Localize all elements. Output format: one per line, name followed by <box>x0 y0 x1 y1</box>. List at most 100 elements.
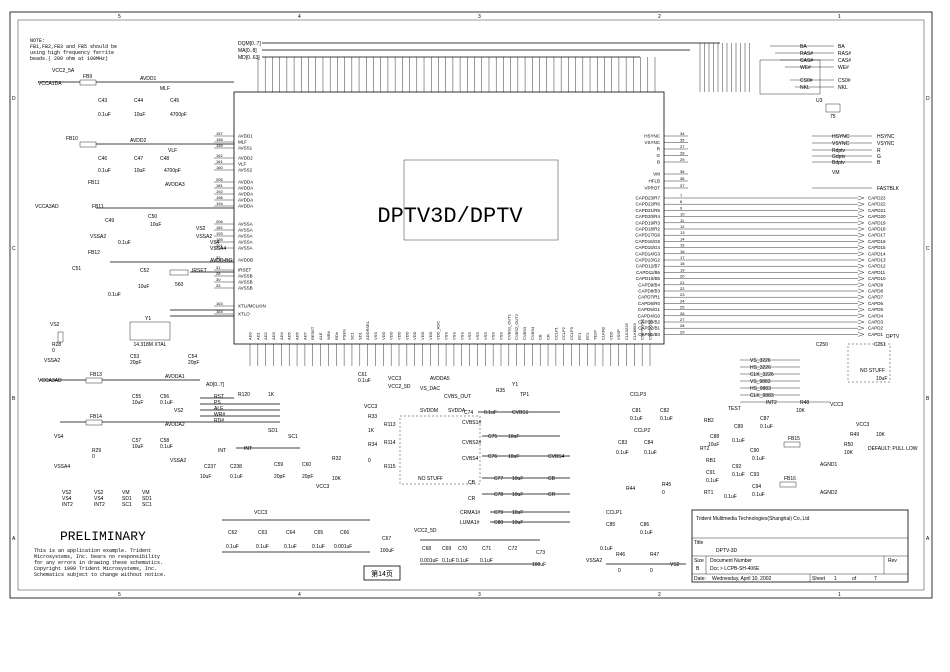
fb11-label: FB11 <box>88 180 100 186</box>
preliminary-block: PRELIMINARY This is an application examp… <box>34 529 166 578</box>
col-label: 1 <box>838 14 841 20</box>
cr-right-label: CR <box>548 492 556 498</box>
bottom-pin-name: CMP7/GOE <box>640 319 645 340</box>
right-net-label: CAPD5 <box>868 307 884 312</box>
r45-label: R45 <box>662 482 671 488</box>
u3-label: U3 <box>816 98 823 104</box>
bottom-pin-name: PSEN <box>342 329 347 340</box>
rst-label: RST <box>214 394 224 400</box>
right-pin-number: 37 <box>680 183 685 188</box>
right-pin-name: VSYNC <box>644 140 660 145</box>
bottom-pin-name: VSSP <box>616 329 621 340</box>
vcc3-top-label: VCC3 <box>388 376 402 382</box>
left-pin-number: 157 <box>216 131 223 136</box>
date-value: Wednesday, April 10, 2002 <box>712 576 772 582</box>
bottom-pin-name: VSS <box>451 332 456 340</box>
c75-label: C75 <box>488 434 497 440</box>
left-pin-name: AVSSB <box>238 286 253 291</box>
right-pin-number: 22 <box>680 286 685 291</box>
right-pin-number: 29 <box>680 157 685 162</box>
right-pin-number: 28 <box>680 323 685 328</box>
left-pin-name: IRSET <box>238 268 252 273</box>
c52-label: C52 <box>140 268 149 274</box>
right-net-label: CAPD15 <box>868 245 886 250</box>
rd-label: RD# <box>214 418 224 424</box>
c68-label: C68 <box>422 546 431 552</box>
ctrl-nkl-net: NKL <box>838 85 848 91</box>
c86-label: C86 <box>640 522 649 528</box>
title-value: DPTV-3D <box>716 548 738 554</box>
vcca1da-label: VCCA1DA <box>38 81 62 87</box>
vs4-net: VS4 <box>210 240 220 246</box>
net-arrow <box>857 326 865 331</box>
r-irset-value: 560 <box>175 282 184 288</box>
r33-value: 1K <box>368 428 375 434</box>
c59-value: 20pF <box>274 474 285 480</box>
c65-label: C65 <box>314 530 323 536</box>
out-rdptv: Rdptv <box>832 148 846 154</box>
right-net-label: CAPD20 <box>868 214 886 219</box>
cvbs1-label: CVBS1 <box>512 410 529 416</box>
right-pin-number: 36 <box>680 169 685 174</box>
left-pin-name: AVSSA <box>238 240 253 245</box>
cvbs1b-label: CVBS1# <box>462 420 481 426</box>
doc-number-value: Dcc > LCPB-SH-406E <box>710 566 760 572</box>
r35-label: R35 <box>496 388 505 394</box>
bottom-pin-name: AD4 <box>279 331 284 340</box>
clk3226-label: CLK_3226 <box>750 372 774 378</box>
bottom-pin-name: VDD <box>389 331 394 340</box>
crma-label: CRMA1# <box>460 510 481 516</box>
c45-value: 4700pF <box>170 112 187 118</box>
cvbs-out-label: CVBS_OUT <box>444 394 471 400</box>
c67-label: C67 <box>382 536 391 542</box>
right-pin-number: 14 <box>680 236 685 241</box>
c47-value: 10uF <box>134 168 145 174</box>
bottom-pin-name: VDD <box>420 331 425 340</box>
ps-label: PS <box>214 400 221 406</box>
c61-value: 0.1uF <box>358 378 371 384</box>
c43-value: 0.1uF <box>98 112 111 118</box>
right-pin-name: CAPD23/R7 <box>635 196 660 201</box>
right-pin-name: HSYNC <box>644 134 661 139</box>
bottom-pin-name: CCLP2 <box>561 326 566 340</box>
mlf-net: MLF <box>160 86 170 92</box>
right-pin-name: CAPD12/B7 <box>636 264 661 269</box>
right-pin-name: CAPD17/G6 <box>635 233 660 238</box>
c78-value: 10uF <box>512 492 523 498</box>
c90-value: 0.1uF <box>752 456 765 462</box>
right-pin-number: 15 <box>680 243 685 248</box>
vssa2-label: VSSA2 <box>90 234 106 240</box>
xref-sc1-r: SC1 <box>142 502 152 508</box>
right-pin-name: CAPD13/G2 <box>635 258 660 263</box>
r32-value: 10K <box>332 476 342 482</box>
c55-label: C55 <box>132 394 141 400</box>
bottom-pin-name: VDD <box>412 331 417 340</box>
r45-value: 0 <box>662 490 665 496</box>
right-pin-number: 34 <box>680 131 685 136</box>
left-pin-number: 196 <box>216 195 223 200</box>
r46-value: 0 <box>618 568 621 574</box>
right-net-label: CAPD9 <box>868 282 884 287</box>
out-bdptv: Bdptv <box>832 160 845 166</box>
row-labels: D C B A D C B A <box>12 96 930 542</box>
r44-label: R44 <box>626 486 635 492</box>
left-pin-number: 160 <box>216 165 223 170</box>
xref-sd1-r: SD1 <box>142 496 152 502</box>
c63-value: 0.1uF <box>256 544 269 550</box>
col-label: 2 <box>658 592 661 598</box>
hs9883-label: HS_9883 <box>750 386 771 392</box>
c66-label: C66 <box>340 530 349 536</box>
r47-value: 0 <box>650 568 653 574</box>
vcc3-label: VCC3 <box>316 484 330 490</box>
left-pin-number: 192 <box>216 189 223 194</box>
page-stamp: 第14页 <box>371 569 393 578</box>
sheet-value: 1 <box>834 576 837 582</box>
c57-label: C57 <box>132 438 141 444</box>
c49-value: 0.1uF <box>118 240 131 246</box>
right-net-label: CAPD4 <box>868 313 884 318</box>
crystal-body <box>129 321 171 341</box>
r47-label: R47 <box>650 552 659 558</box>
avdd1-net: AVDD1 <box>140 76 157 82</box>
c51-label: C51 <box>72 266 81 272</box>
